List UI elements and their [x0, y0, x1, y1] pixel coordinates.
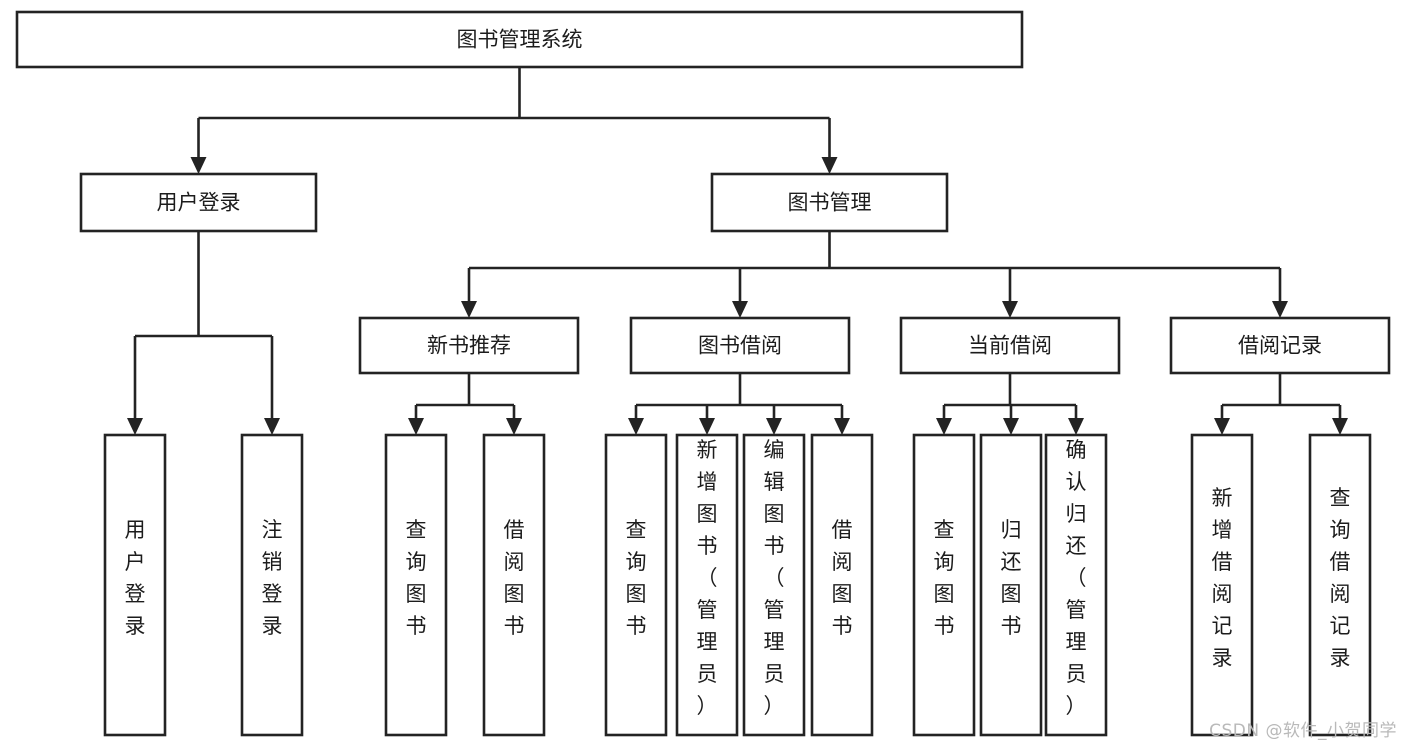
node-leaf-rec-search[interactable]: 查询借阅记录: [1308, 433, 1372, 737]
node-book-borrow[interactable]: 图书借阅: [629, 316, 851, 375]
node-user-login-box[interactable]: [79, 172, 318, 233]
node-leaf-rec-borrow-label: 借阅图书: [504, 518, 525, 638]
node-user-login-label: 用户登录: [157, 191, 241, 215]
edge-current-borrow-2-arrowhead: [1068, 418, 1084, 435]
node-book-manage[interactable]: 图书管理: [710, 172, 949, 233]
node-leaf-rec-search-box[interactable]: [1308, 433, 1372, 737]
edge-new-book-rec-0-arrowhead: [408, 418, 424, 435]
edge-borrow-record-1-arrowhead: [1332, 418, 1348, 435]
node-book-borrow-box[interactable]: [629, 316, 851, 375]
edge-current-borrow-1-arrowhead: [1003, 418, 1019, 435]
edge-book-manage-0-arrowhead: [461, 301, 477, 318]
node-leaf-borrow-add[interactable]: 新增图书（管理员）: [675, 433, 739, 737]
node-leaf-borrow-query-box[interactable]: [604, 433, 668, 737]
node-current-borrow-label: 当前借阅: [968, 334, 1052, 358]
node-root-box[interactable]: [15, 10, 1024, 69]
node-book-manage-box[interactable]: [710, 172, 949, 233]
node-leaf-user-login-label: 用户登录: [125, 518, 146, 638]
node-leaf-borrow-edit-label: 编辑图书（管理员）: [764, 438, 785, 718]
node-leaf-borrow-edit-box[interactable]: [742, 433, 806, 737]
edge-user-login-0-arrowhead: [127, 418, 143, 435]
edge-user-login-1-arrowhead: [264, 418, 280, 435]
node-borrow-record-label: 借阅记录: [1238, 334, 1322, 358]
node-new-book-rec-label: 新书推荐: [427, 334, 511, 358]
node-leaf-rec-add[interactable]: 新增借阅记录: [1190, 433, 1254, 737]
node-leaf-rec-add-label: 新增借阅记录: [1212, 486, 1233, 670]
node-current-borrow-box[interactable]: [899, 316, 1121, 375]
node-leaf-borrow-query[interactable]: 查询图书: [604, 433, 668, 737]
edge-borrow-record-0-arrowhead: [1214, 418, 1230, 435]
node-leaf-borrow-query-label: 查询图书: [626, 518, 647, 638]
node-leaf-borrow-add-label: 新增图书（管理员）: [697, 438, 718, 718]
node-borrow-record-box[interactable]: [1169, 316, 1391, 375]
edge-book-borrow-0-arrowhead: [628, 418, 644, 435]
node-leaf-rec-borrow[interactable]: 借阅图书: [482, 433, 546, 737]
node-borrow-record[interactable]: 借阅记录: [1169, 316, 1391, 375]
edge-book-borrow-1-arrowhead: [699, 418, 715, 435]
node-leaf-user-login[interactable]: 用户登录: [103, 433, 167, 737]
node-leaf-user-logout[interactable]: 注销登录: [240, 433, 304, 737]
edge-current-borrow-0-arrowhead: [936, 418, 952, 435]
node-leaf-cur-return[interactable]: 归还图书: [979, 433, 1043, 737]
node-new-book-rec-box[interactable]: [358, 316, 580, 375]
node-book-manage-label: 图书管理: [788, 191, 872, 215]
node-leaf-cur-confirm-label: 确认归还（管理员）: [1066, 438, 1087, 718]
node-new-book-rec[interactable]: 新书推荐: [358, 316, 580, 375]
edge-book-manage-1-arrowhead: [732, 301, 748, 318]
node-leaf-rec-search-label: 查询借阅记录: [1330, 486, 1351, 670]
edge-root-0-arrowhead: [190, 157, 207, 174]
node-leaf-rec-query[interactable]: 查询图书: [384, 433, 448, 737]
edge-book-borrow-3-arrowhead: [834, 418, 850, 435]
node-leaf-cur-query-box[interactable]: [912, 433, 976, 737]
node-leaf-user-logout-box[interactable]: [240, 433, 304, 737]
node-leaf-rec-query-box[interactable]: [384, 433, 448, 737]
node-leaf-borrow-add-box[interactable]: [675, 433, 739, 737]
node-root-label: 图书管理系统: [457, 28, 583, 52]
edge-book-manage-3-arrowhead: [1272, 301, 1288, 318]
connector-layer: [127, 67, 1348, 435]
node-leaf-borrow-edit[interactable]: 编辑图书（管理员）: [742, 433, 806, 737]
edge-book-borrow-2-arrowhead: [766, 418, 782, 435]
edge-root-1-arrowhead: [821, 157, 838, 174]
node-leaf-cur-query[interactable]: 查询图书: [912, 433, 976, 737]
edge-book-manage-2-arrowhead: [1002, 301, 1018, 318]
node-leaf-cur-return-box[interactable]: [979, 433, 1043, 737]
node-current-borrow[interactable]: 当前借阅: [899, 316, 1121, 375]
node-leaf-user-login-box[interactable]: [103, 433, 167, 737]
node-leaf-borrow-lend-label: 借阅图书: [832, 518, 853, 638]
node-leaf-rec-query-label: 查询图书: [406, 518, 427, 638]
node-leaf-cur-return-label: 归还图书: [1001, 518, 1022, 638]
node-leaf-borrow-lend[interactable]: 借阅图书: [810, 433, 874, 737]
node-layer: 图书管理系统用户登录图书管理新书推荐图书借阅当前借阅借阅记录用户登录注销登录查询…: [15, 10, 1391, 737]
node-user-login[interactable]: 用户登录: [79, 172, 318, 233]
node-root[interactable]: 图书管理系统: [15, 10, 1024, 69]
node-leaf-rec-add-box[interactable]: [1190, 433, 1254, 737]
node-leaf-rec-borrow-box[interactable]: [482, 433, 546, 737]
node-leaf-cur-confirm[interactable]: 确认归还（管理员）: [1044, 433, 1108, 737]
node-leaf-user-logout-label: 注销登录: [262, 518, 283, 638]
node-leaf-cur-query-label: 查询图书: [934, 518, 955, 638]
node-book-borrow-label: 图书借阅: [698, 334, 782, 358]
node-leaf-borrow-lend-box[interactable]: [810, 433, 874, 737]
node-leaf-cur-confirm-box[interactable]: [1044, 433, 1108, 737]
edge-new-book-rec-1-arrowhead: [506, 418, 522, 435]
